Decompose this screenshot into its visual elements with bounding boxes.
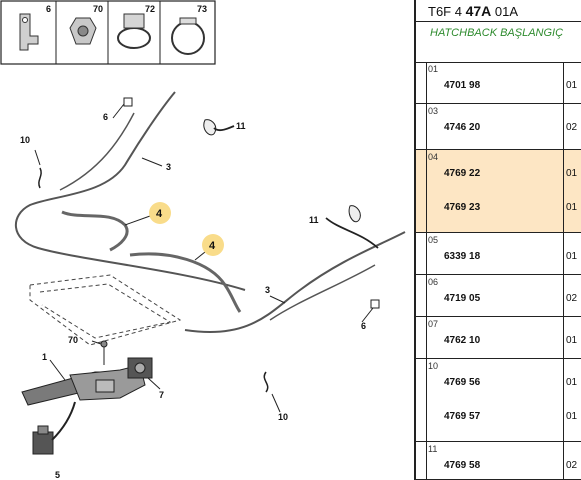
part-quantity: 01 <box>566 251 578 262</box>
highlight-circle-4b <box>202 234 224 256</box>
cable-right[interactable] <box>184 231 406 334</box>
part-quantity: 01 <box>566 335 578 346</box>
switch-leader <box>51 401 76 441</box>
table-top-border <box>416 62 581 63</box>
callout-5: 5 <box>55 470 60 480</box>
part-reference[interactable]: 4769 57 <box>444 411 481 422</box>
parts-row[interactable]: 11 4769 58 02 <box>416 442 581 480</box>
clip-11-top[interactable] <box>203 119 217 136</box>
part-reference[interactable]: 6339 18 <box>444 251 481 262</box>
parts-row[interactable]: 10 4769 56 4769 57 01 01 <box>416 359 581 442</box>
row-position: 06 <box>428 277 439 287</box>
thumb-label-73: 73 <box>197 4 207 14</box>
parts-row[interactable]: 06 4719 05 02 <box>416 275 581 317</box>
callout-labels: 10 6 11 3 4 4 11 3 6 1 70 7 10 5 <box>20 112 366 480</box>
nut-icon[interactable]: 70 <box>69 4 103 45</box>
row-position: 07 <box>428 319 439 329</box>
part-quantity: 01 <box>566 168 578 179</box>
vehicle-variant: HATCHBACK BAŞLANGIÇ <box>430 27 564 39</box>
thumb-label-72: 72 <box>145 4 155 14</box>
part-quantity: 01 <box>566 377 578 388</box>
callout-6-right: 6 <box>361 321 366 331</box>
part-reference[interactable]: 4762 10 <box>444 335 481 346</box>
short-cable-b[interactable] <box>129 252 242 313</box>
callout-3-left: 3 <box>166 162 171 172</box>
part-reference[interactable]: 4769 23 <box>444 202 481 213</box>
code-bold: 47A <box>465 3 492 19</box>
part-quantity: 02 <box>566 293 578 304</box>
spring-10-top[interactable] <box>38 167 42 189</box>
diagram-drawing: 6 70 72 73 <box>0 0 406 480</box>
row-position: 10 <box>428 361 439 371</box>
callout-70: 70 <box>68 335 78 345</box>
parts-list-panel: T6F 4 47A 01A HATCHBACK BAŞLANGIÇ 01 4701… <box>414 0 581 480</box>
callout-11-top: 11 <box>236 121 246 131</box>
part-quantity: 01 <box>566 411 578 422</box>
leader-lines <box>34 103 379 413</box>
clip-6-right[interactable] <box>370 299 380 309</box>
cable-tie-icon[interactable]: 73 <box>171 4 207 55</box>
clip-11-right[interactable] <box>348 205 361 223</box>
parts-row[interactable]: 07 4762 10 01 <box>416 317 581 359</box>
thumb-label-70: 70 <box>93 4 103 14</box>
spring-10-bottom[interactable] <box>263 371 269 393</box>
callout-10-top: 10 <box>20 135 30 145</box>
column-divider <box>426 62 427 480</box>
row-position: 03 <box>428 106 439 116</box>
row-position: 05 <box>428 235 439 245</box>
part-quantity: 01 <box>566 202 578 213</box>
part-reference[interactable]: 4701 98 <box>444 80 481 91</box>
parts-row[interactable]: 01 4701 98 01 <box>416 62 581 104</box>
parts-row[interactable]: 05 6339 18 01 <box>416 233 581 275</box>
part-reference[interactable]: 4769 58 <box>444 460 481 471</box>
bracket-clip-icon[interactable]: 6 <box>19 4 51 51</box>
callout-7: 7 <box>159 390 164 400</box>
part-reference[interactable]: 4769 22 <box>444 168 481 179</box>
code-prefix: T6F 4 <box>428 4 466 19</box>
callout-1: 1 <box>42 352 47 362</box>
clip-6-left[interactable] <box>123 97 133 107</box>
part-quantity: 01 <box>566 80 578 91</box>
column-divider-qty <box>563 62 564 480</box>
part-quantity: 02 <box>566 122 578 133</box>
dashed-outline <box>29 274 182 346</box>
parts-row[interactable]: 04 4769 22 4769 23 01 01 <box>416 150 581 233</box>
catalog-code: T6F 4 47A 01A <box>416 0 581 22</box>
callout-11-right: 11 <box>309 215 319 225</box>
callout-6-top: 6 <box>103 112 108 122</box>
row-position: 01 <box>428 64 439 74</box>
handbrake-switch[interactable] <box>32 425 54 455</box>
callout-4-right: 4 <box>209 240 216 252</box>
thumbnail-strip: 6 70 72 73 <box>0 0 216 65</box>
code-suffix: 01A <box>491 4 519 19</box>
clamp-icon[interactable]: 72 <box>117 4 155 49</box>
part-reference[interactable]: 4769 56 <box>444 377 481 388</box>
part-reference[interactable]: 4746 20 <box>444 122 481 133</box>
parts-diagram: 6 70 72 73 <box>0 0 406 480</box>
handbrake-lever[interactable] <box>21 364 146 406</box>
row-position: 04 <box>428 152 439 162</box>
parts-row[interactable]: 03 4746 20 02 <box>416 104 581 150</box>
callout-4-left: 4 <box>156 208 163 220</box>
highlight-circle-4a <box>149 202 171 224</box>
part-quantity: 02 <box>566 460 578 471</box>
callout-3-right: 3 <box>265 285 270 295</box>
part-reference[interactable]: 4719 05 <box>444 293 481 304</box>
cable-left[interactable] <box>14 91 246 291</box>
callout-10-bottom: 10 <box>278 412 288 422</box>
short-cable-a[interactable] <box>61 210 129 252</box>
row-position: 11 <box>428 444 438 454</box>
lever-bracket[interactable] <box>127 357 153 379</box>
bolt-70[interactable] <box>100 340 108 365</box>
thumb-label-6: 6 <box>46 4 51 14</box>
